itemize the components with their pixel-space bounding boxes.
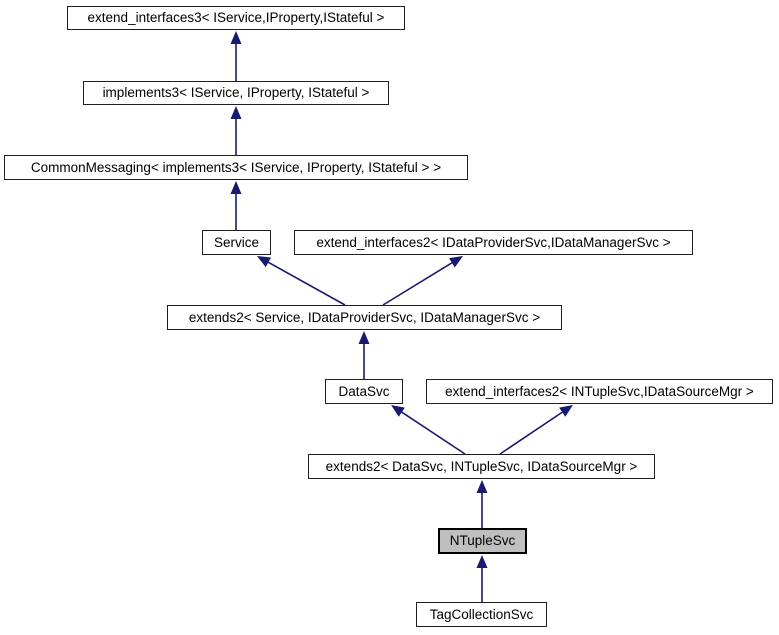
arrowhead-icon [476, 555, 488, 568]
class-node-extend-interfaces2-intuple[interactable]: extend_interfaces2< INTupleSvc,IDataSour… [426, 379, 773, 404]
class-node-extends2-service[interactable]: extends2< Service, IDataProviderSvc, IDa… [167, 305, 562, 330]
class-node-datasvc[interactable]: DataSvc [325, 379, 403, 404]
class-node-ntuplesvc: NTupleSvc [438, 528, 527, 554]
arrowhead-icon [230, 106, 242, 119]
arrowhead-icon [358, 331, 370, 344]
class-node-tagcollectionsvc[interactable]: TagCollectionSvc [416, 602, 547, 627]
arrowhead-icon [476, 480, 488, 493]
arrowhead-icon [230, 181, 242, 194]
inheritance-edge-extends2-service-to-extend-interfaces2-dataprovider [382, 262, 453, 306]
arrowhead-icon [449, 256, 463, 268]
inheritance-edge-extends2-datasvc-to-extend-interfaces2-intuple [499, 411, 563, 455]
class-node-extend-interfaces2-dataprovider[interactable]: extend_interfaces2< IDataProviderSvc,IDa… [294, 230, 693, 255]
inheritance-edge-extends2-datasvc-to-datasvc [401, 411, 466, 455]
arrowhead-icon [559, 405, 573, 417]
arrowhead-icon [257, 256, 272, 268]
class-node-extend-interfaces3[interactable]: extend_interfaces3< IService,IProperty,I… [67, 6, 405, 30]
arrowhead-icon [230, 31, 242, 44]
class-node-implements3[interactable]: implements3< IService, IProperty, IState… [83, 81, 389, 105]
class-node-extends2-datasvc[interactable]: extends2< DataSvc, INTupleSvc, IDataSour… [308, 454, 655, 479]
inheritance-edge-extends2-service-to-service [267, 261, 346, 306]
class-node-common-messaging[interactable]: CommonMessaging< implements3< IService, … [4, 155, 468, 180]
class-node-service[interactable]: Service [202, 230, 271, 255]
arrowhead-icon [391, 405, 405, 417]
